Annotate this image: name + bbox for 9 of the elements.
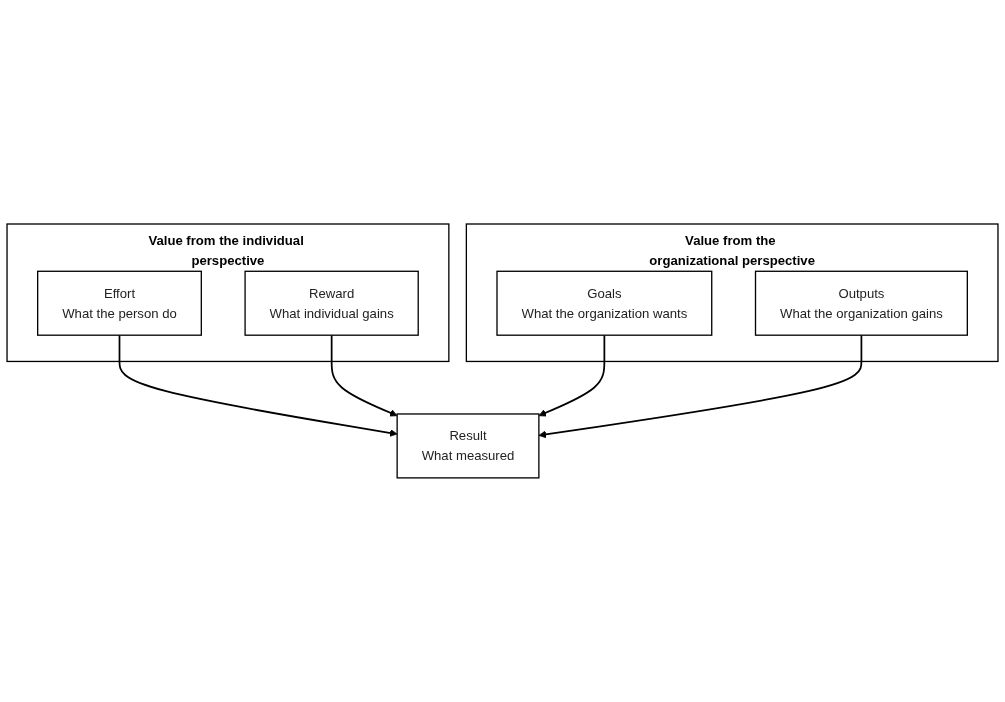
arrow: [538, 334, 606, 417]
arrow: [330, 334, 398, 417]
node-box: Effort What the person do: [37, 270, 202, 336]
node-box: Result What measured: [396, 413, 540, 479]
node-box: Outputs What the organization gains: [754, 270, 968, 336]
node-box: Goals What the organization wants: [496, 270, 713, 336]
arrow: [538, 334, 863, 439]
arrow: [118, 334, 398, 437]
node-box: Reward What individual gains: [244, 270, 419, 336]
